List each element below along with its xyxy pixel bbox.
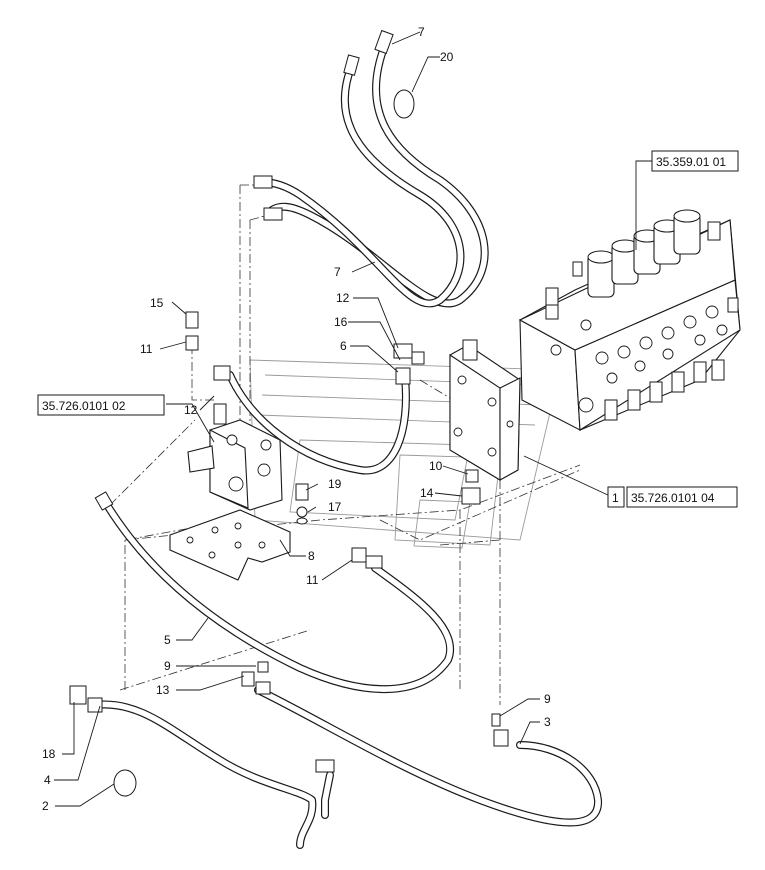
callout-labels: 7 20 7 15 11 12 16 6 12 10 14 19 17 8 11… — [42, 25, 551, 813]
callout-19: 19 — [328, 477, 342, 491]
callout-17: 17 — [328, 500, 342, 514]
solenoid-coils — [587, 209, 701, 298]
reference-index-1: 1 — [612, 491, 619, 505]
callout-12-left: 12 — [184, 403, 198, 417]
callout-11-low: 11 — [306, 573, 319, 587]
callout-2: 2 — [42, 799, 49, 813]
callout-8: 8 — [308, 549, 315, 563]
washer-17 — [296, 517, 308, 525]
leader-lines — [54, 31, 637, 807]
callout-15: 15 — [150, 296, 164, 310]
callout-5: 5 — [164, 633, 171, 647]
left-valve-block — [187, 403, 309, 518]
callout-11-left: 11 — [140, 342, 153, 356]
callout-9-right: 9 — [544, 692, 551, 706]
reference-box-top-right: 35.359.01 01 — [635, 150, 739, 176]
callout-14: 14 — [420, 486, 434, 500]
callout-13: 13 — [156, 683, 170, 697]
callout-18: 18 — [42, 747, 56, 761]
valve-lower-fittings — [604, 359, 725, 421]
callout-16: 16 — [334, 315, 348, 329]
callout-6: 6 — [340, 339, 347, 353]
callout-3: 3 — [544, 715, 551, 729]
callout-20: 20 — [440, 50, 454, 64]
o-ring-20 — [393, 89, 415, 119]
reference-box-left: 35.726.0101 02 — [37, 394, 165, 416]
reference-box-right: 1 35.726.0101 04 — [607, 486, 738, 508]
callout-10: 10 — [429, 459, 443, 473]
reference-label-35-726-02: 35.726.0101 02 — [42, 399, 126, 413]
callout-9-left: 9 — [164, 659, 171, 673]
reference-label-35-359: 35.359.01 01 — [656, 155, 726, 169]
fittings — [69, 29, 509, 797]
callout-7-top: 7 — [418, 25, 425, 39]
reference-label-35-726-04: 35.726.0101 04 — [631, 491, 715, 505]
callout-7-mid: 7 — [334, 265, 341, 279]
valve-ports — [550, 305, 728, 413]
manifold-block-center — [449, 339, 521, 481]
callout-12-mid: 12 — [336, 291, 350, 305]
mounting-plate — [169, 509, 291, 581]
control-valve-assembly — [518, 209, 741, 431]
callout-4: 4 — [44, 773, 51, 787]
hoses — [91, 41, 603, 849]
o-ring-2 — [113, 769, 137, 797]
